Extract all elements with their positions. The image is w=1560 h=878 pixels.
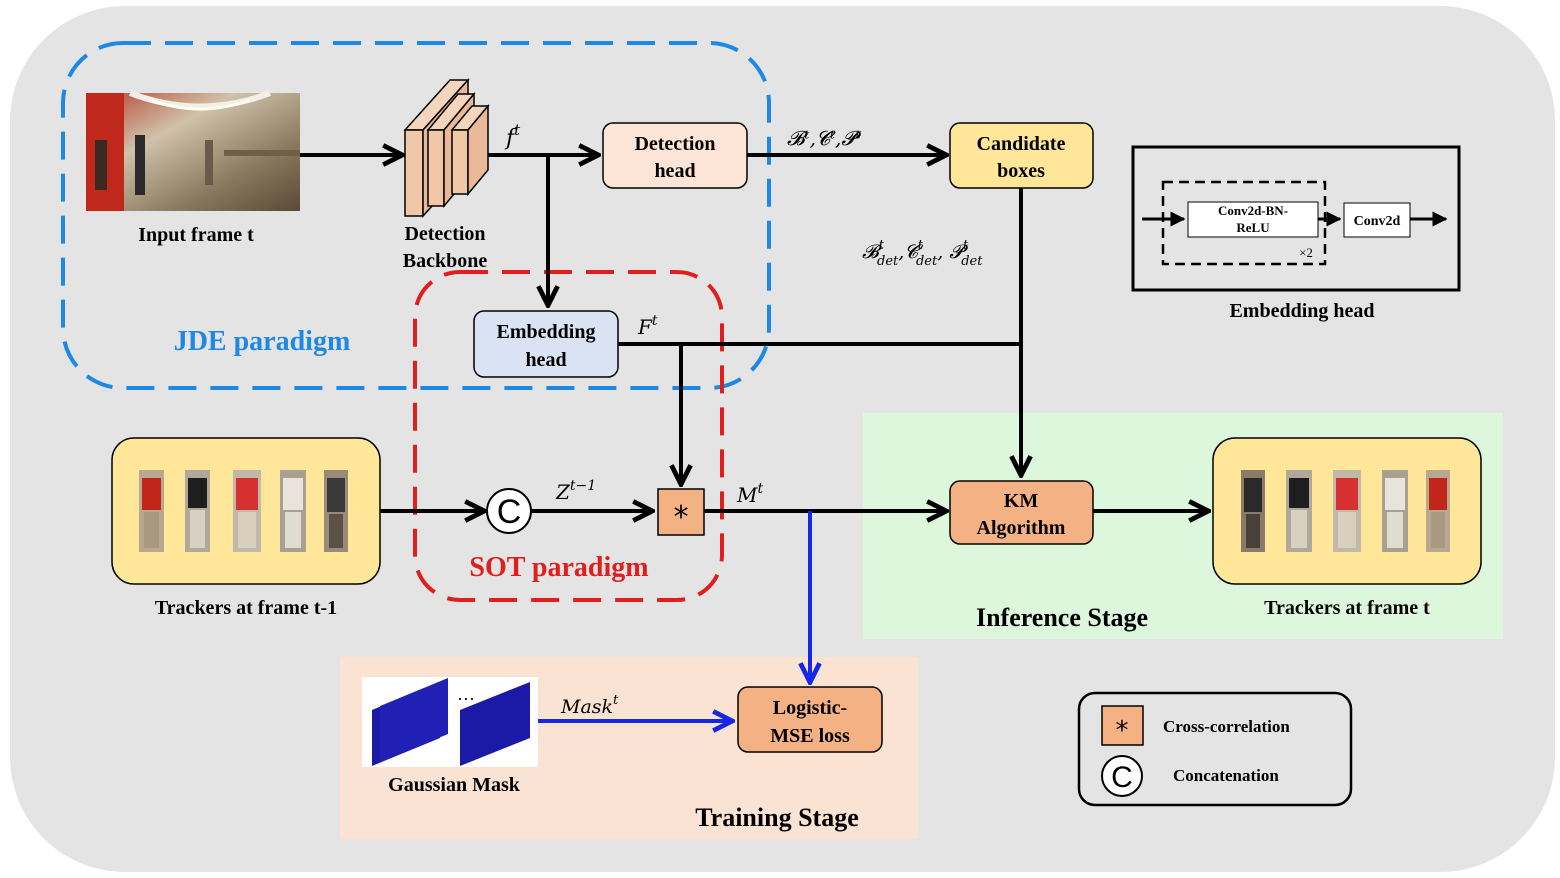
gaussian-dots: ···	[457, 688, 475, 708]
backbone-label-line2: Backbone	[403, 250, 488, 272]
trackers-prev-crops	[139, 470, 348, 552]
legend-concat-swatch	[1101, 755, 1143, 797]
mask-label: Maskt	[560, 693, 619, 718]
trackers-now-label: Trackers at frame t	[1264, 597, 1430, 619]
conv-bn-relu-line1: Conv2d-BN-	[1218, 203, 1288, 218]
legend-box	[1077, 691, 1353, 807]
m-label: Mt	[736, 481, 763, 507]
conv2d-label: Conv2d	[1354, 214, 1401, 229]
trackers-prev-label: Trackers at frame t-1	[155, 597, 337, 619]
gaussian-mask-image	[362, 677, 538, 767]
detection-backbone-blocks	[403, 78, 490, 218]
embedding-detail-panel	[1131, 145, 1461, 292]
trackers-now-crops	[1241, 470, 1450, 552]
candidate-line1: Candidate	[977, 133, 1066, 155]
embedding-detail-repeat-region	[1161, 180, 1327, 266]
jde-paradigm-label: JDE paradigm	[174, 326, 351, 357]
candidate-line2: boxes	[997, 160, 1045, 182]
legend-xcorr-label: Cross-correlation	[1163, 717, 1290, 736]
legend-concat-symbol: C	[1111, 761, 1133, 794]
detection-head-line2: head	[654, 160, 695, 182]
loss-line2: MSE loss	[770, 725, 850, 747]
concat-symbol: C	[497, 493, 522, 531]
gaussian-mask-label: Gaussian Mask	[388, 774, 521, 796]
sot-paradigm-region	[413, 270, 724, 602]
sot-paradigm-label: SOT paradigm	[469, 552, 648, 583]
backbone-label-line1: Detection	[404, 223, 485, 245]
embedding-head-line1: Embedding	[497, 321, 596, 343]
bcp-label: 𝓑ᵗ,𝓒ᵗ,𝓟ᵗ	[787, 126, 861, 150]
repeat-times-label: ×2	[1299, 245, 1313, 260]
detection-head-line1: Detection	[634, 133, 715, 155]
legend-xcorr-swatch	[1101, 705, 1144, 746]
km-line2: Algorithm	[977, 517, 1066, 539]
conv-bn-relu-line2: ReLU	[1236, 220, 1270, 235]
conv2d-box	[1343, 202, 1411, 238]
embedding-head-line2: head	[525, 349, 566, 371]
xcorr-symbol: *	[674, 500, 689, 535]
training-stage-label: Training Stage	[695, 803, 858, 832]
legend-xcorr-symbol: *	[1116, 716, 1129, 746]
z-label: Zt−1	[555, 478, 596, 504]
input-frame-label: Input frame t	[138, 224, 254, 246]
feature-F-label: Ft	[637, 313, 658, 339]
input-frame-image	[86, 90, 300, 211]
legend-concat-label: Concatenation	[1173, 766, 1279, 785]
km-line1: KM	[1004, 490, 1039, 512]
loss-box	[737, 686, 883, 753]
background-panel	[10, 6, 1555, 872]
jde-paradigm-region	[61, 41, 771, 390]
loss-line1: Logistic-	[773, 697, 847, 719]
embedding-detail-caption: Embedding head	[1229, 300, 1374, 322]
inference-stage-label: Inference Stage	[976, 603, 1148, 632]
